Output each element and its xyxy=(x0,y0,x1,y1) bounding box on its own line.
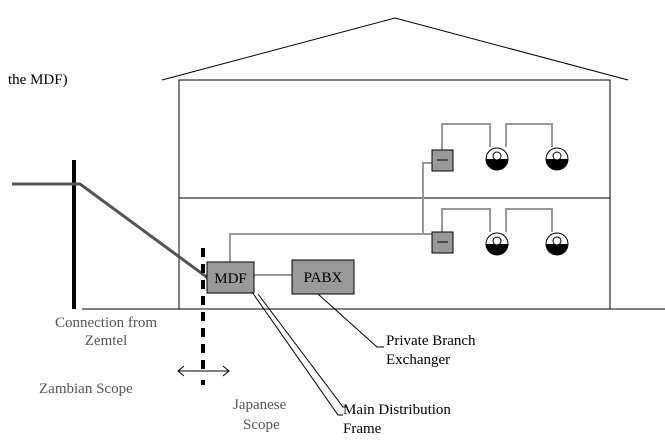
outlet-jack-upper-1 xyxy=(485,147,509,171)
mdf-leader-line-1 xyxy=(251,291,343,416)
outlet-jack-lower-1 xyxy=(485,232,509,256)
mdf-upper-cable xyxy=(229,233,432,262)
riser-cable xyxy=(422,162,432,235)
mdf-label-line1: Main Distribution xyxy=(343,402,451,418)
pbx-label-line2: Exchanger xyxy=(386,352,450,368)
lower-jack-cable-2 xyxy=(505,208,553,232)
connection-label-line1: Connection from xyxy=(55,315,157,331)
building-roof xyxy=(161,17,629,81)
distribution-box-lower xyxy=(431,231,454,254)
connection-label-line2: Zemtel xyxy=(85,333,127,349)
lower-jack-cable-1 xyxy=(432,208,491,235)
scope-arrow xyxy=(177,365,230,377)
pbx-label-line1: Private Branch xyxy=(386,333,476,349)
header-text: the MDF) xyxy=(8,72,68,88)
japanese-scope-label-line1: Japanese xyxy=(233,397,287,413)
outlet-jack-lower-2 xyxy=(545,232,569,256)
zambian-scope-label: Zambian Scope xyxy=(39,381,133,397)
internal-cabling xyxy=(229,123,553,276)
mdf-box-label: MDF xyxy=(214,271,247,287)
pabx-box: PABX xyxy=(291,259,355,295)
upper-jack-cable-1 xyxy=(441,123,491,150)
pbx-leader-line xyxy=(317,293,384,348)
drop-cable xyxy=(12,182,209,280)
mdf-leader-line-2 xyxy=(257,293,346,408)
pabx-box-label: PABX xyxy=(304,270,343,286)
upper-jack-cable-2 xyxy=(505,123,553,147)
mdf-box: MDF xyxy=(206,261,255,294)
distribution-box-upper xyxy=(431,149,454,172)
outlet-jack-upper-2 xyxy=(545,147,569,171)
japanese-scope-label-line2: Scope xyxy=(243,417,280,433)
mdf-label-line2: Frame xyxy=(343,421,382,437)
